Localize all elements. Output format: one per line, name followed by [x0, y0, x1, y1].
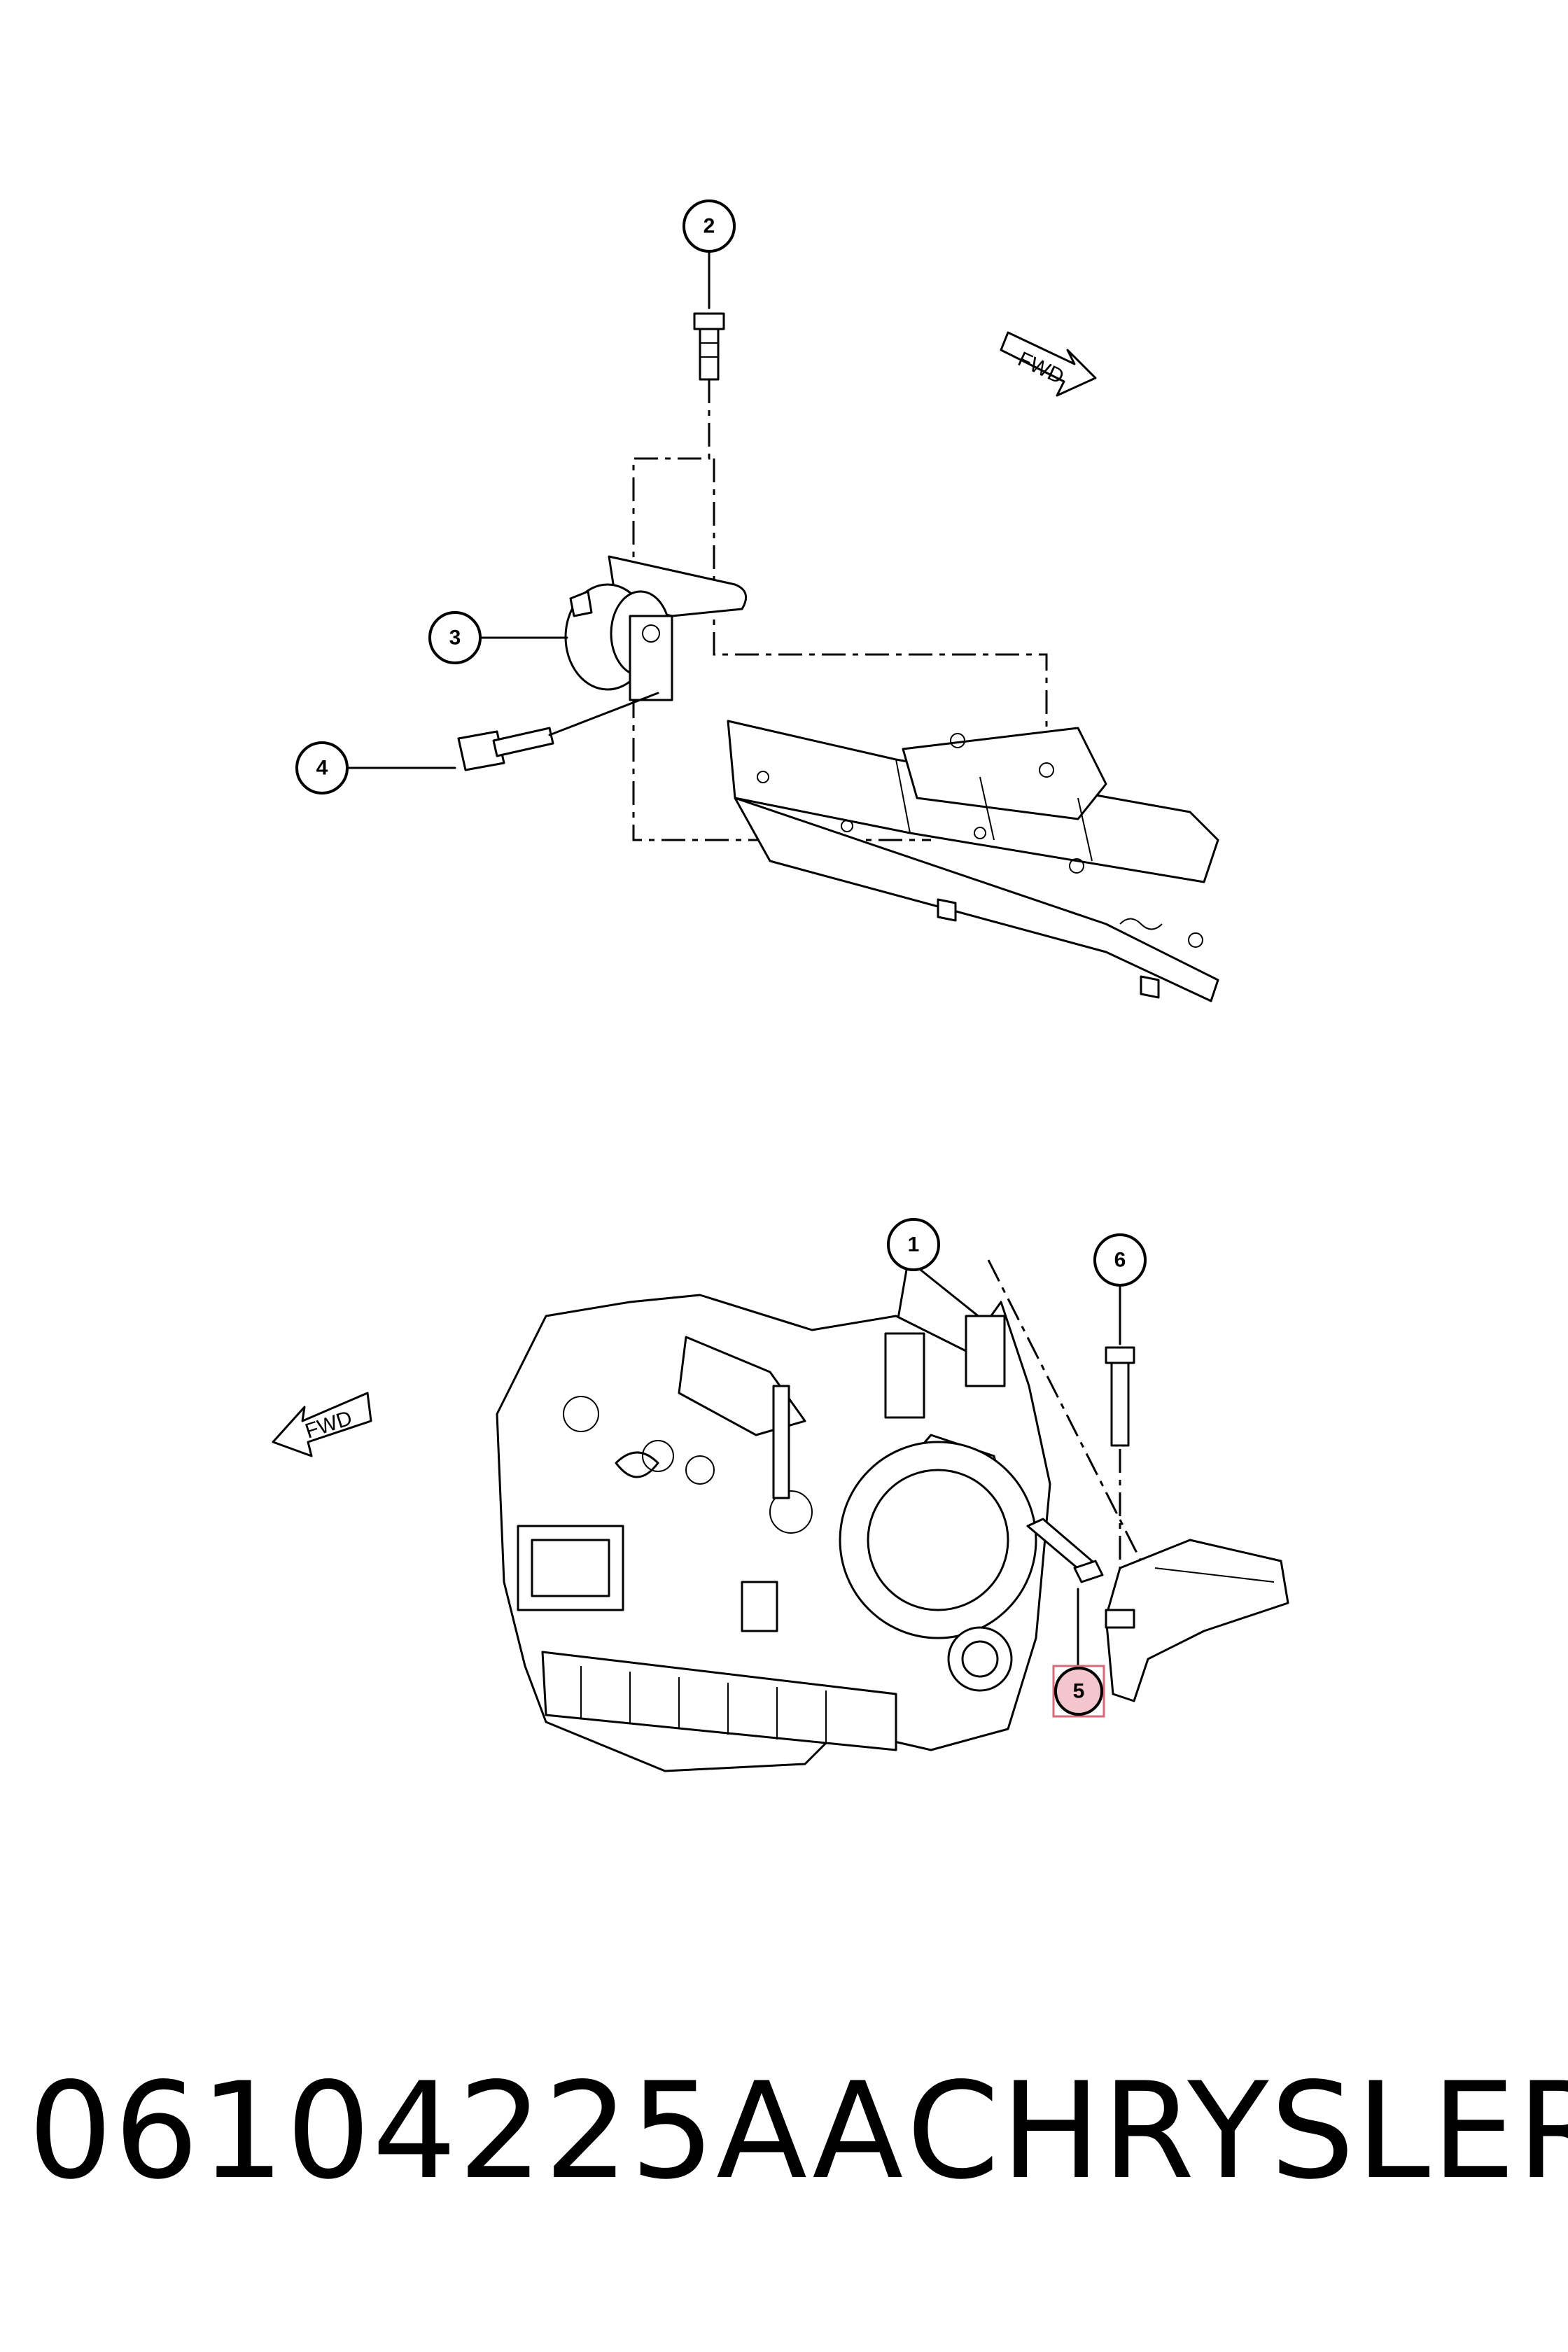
bolt-6-drawing [1105, 1346, 1135, 1447]
svg-text:4: 4 [316, 757, 328, 780]
svg-text:6: 6 [1114, 1249, 1126, 1272]
fwd-arrow-top: FWD [1000, 331, 1097, 397]
svg-text:1: 1 [908, 1233, 920, 1256]
part-number: 06104225AA [28, 2054, 905, 2208]
callout-5[interactable]: 5 [1052, 1665, 1105, 1718]
upper-mount-assembly: 2 FWD 3 [295, 200, 1219, 1002]
engine-mount-3-drawing [564, 555, 748, 701]
callout-3[interactable]: 3 [428, 611, 482, 664]
callout-6[interactable]: 6 [1093, 1233, 1147, 1287]
lower-transmission-assembly: 1 6 FWD [272, 1218, 1289, 1772]
brand-name: CHRYSLER [906, 2054, 1568, 2208]
fwd-arrow-bottom: FWD [272, 1392, 372, 1457]
svg-text:2: 2 [704, 215, 715, 238]
callout-4[interactable]: 4 [295, 741, 349, 794]
callout-1[interactable]: 1 [887, 1218, 940, 1271]
svg-text:FWD: FWD [302, 1406, 355, 1443]
bolt-2-drawing [693, 312, 725, 381]
bolt-4-drawing [457, 727, 554, 771]
svg-text:3: 3 [449, 626, 461, 650]
svg-text:5: 5 [1073, 1680, 1085, 1703]
frame-rail-drawing [727, 720, 1219, 1002]
bolt-5-drawing [1026, 1518, 1104, 1583]
transmission-drawing [496, 1294, 1051, 1772]
callout-2[interactable]: 2 [682, 200, 736, 253]
mount-bracket-drawing [1105, 1539, 1289, 1702]
